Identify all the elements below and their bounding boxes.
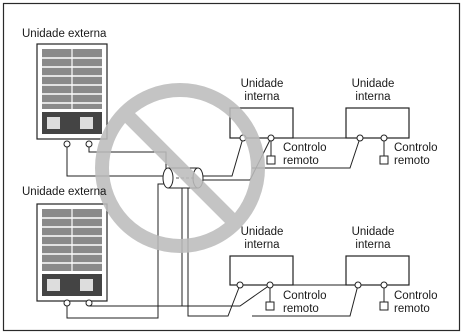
indoor-unit-4-label-line1: Unidade (351, 226, 395, 238)
indoor-unit-4-box (345, 255, 410, 286)
remote-controller-4-line1: Controlo (394, 290, 438, 302)
indoor-unit-2-label-line2: interna (355, 91, 391, 103)
remote-controller-3-line1: Controlo (283, 290, 327, 302)
remote-controller-4-line2: remoto (394, 303, 430, 315)
indoor-unit-4-label: Unidade interna (342, 226, 404, 252)
remote-controller-3-box (265, 301, 275, 311)
indoor-unit-3-label-line2: interna (244, 239, 280, 251)
diagram-frame (2, 2, 461, 332)
remote-controller-3-line2: remoto (283, 303, 319, 315)
remote-controller-4-label: Controlo remoto (394, 290, 454, 316)
indoor-unit-3-label: Unidade interna (231, 226, 293, 252)
indoor-unit-2-label-line1: Unidade (351, 78, 395, 90)
remote-controller-2-label: Controlo remoto (394, 142, 454, 168)
remote-controller-1-line1: Controlo (283, 142, 327, 154)
remote-controller-1-label: Controlo remoto (283, 142, 343, 168)
outdoor-unit-2-icon (36, 203, 108, 302)
remote-controller-2-line1: Controlo (394, 142, 438, 154)
remote-controller-1-box (266, 155, 276, 165)
remote-controller-2-line2: remoto (394, 155, 430, 167)
remote-controller-2-box (379, 155, 389, 165)
indoor-unit-2-label: Unidade interna (342, 78, 404, 104)
outdoor-unit-1-label: Unidade externa (22, 28, 107, 40)
remote-controller-1-line2: remoto (283, 155, 319, 167)
indoor-unit-1-label-line1: Unidade (240, 78, 284, 90)
indoor-unit-2-box (345, 107, 410, 139)
indoor-unit-3-box (229, 255, 294, 286)
indoor-unit-1-label-line2: interna (244, 91, 280, 103)
remote-controller-3-label: Controlo remoto (283, 290, 343, 316)
outdoor-unit-1-icon (36, 43, 108, 140)
prohibited-sign-icon (95, 83, 265, 253)
indoor-unit-1-label: Unidade interna (231, 78, 293, 104)
indoor-unit-3-label-line1: Unidade (240, 226, 284, 238)
outdoor-unit-2-label: Unidade externa (22, 186, 107, 198)
remote-controller-4-box (379, 301, 389, 311)
indoor-unit-4-label-line2: interna (355, 239, 391, 251)
